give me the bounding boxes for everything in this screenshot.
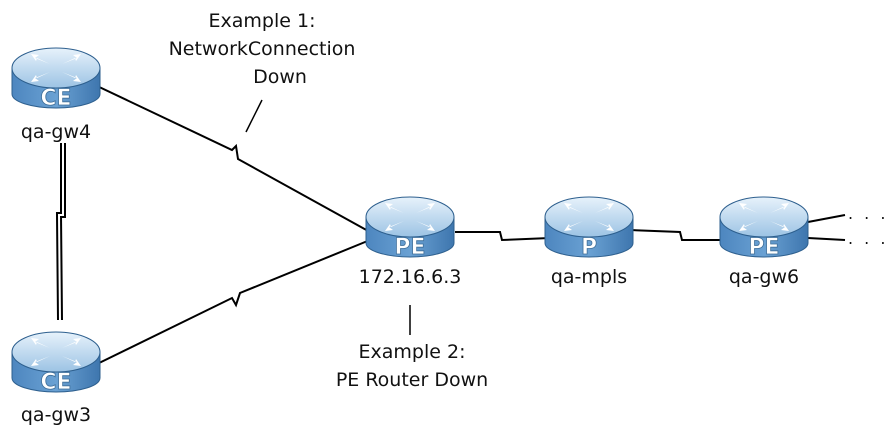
example2-line2: PE Router Down xyxy=(336,369,488,391)
router-pe-center[interactable]: PE xyxy=(365,196,455,260)
link-gw6-out-bottom xyxy=(807,237,846,241)
router-type-label: P xyxy=(581,235,597,260)
router-type-label: PE xyxy=(748,235,779,260)
router-qa-gw6[interactable]: PE xyxy=(719,196,809,260)
router-name-qa-mpls: qa-mpls xyxy=(551,266,627,288)
link-gw3-pe xyxy=(94,239,371,366)
continuation-top: . . . xyxy=(848,204,884,223)
router-name-qa-gw4: qa-gw4 xyxy=(21,121,91,143)
router-type-label: CE xyxy=(40,86,71,111)
link-gw6-out-top xyxy=(807,214,846,223)
router-name-pe-center: 172.16.6.3 xyxy=(359,266,462,288)
link-gw4-pe xyxy=(94,84,371,233)
router-name-qa-gw6: qa-gw6 xyxy=(729,266,799,288)
example1-line2: NetworkConnection xyxy=(169,38,356,60)
continuation-bottom: . . . xyxy=(848,229,884,248)
link-pe-mpls xyxy=(455,231,551,242)
router-name-qa-gw3: qa-gw3 xyxy=(21,404,91,426)
router-qa-gw3[interactable]: CE xyxy=(11,331,101,395)
link-mpls-gw6 xyxy=(629,229,725,241)
annotation-example2: Example 2: PE Router Down xyxy=(336,341,488,391)
example1-line1: Example 1: xyxy=(209,10,316,32)
links xyxy=(55,84,846,366)
router-type-label: CE xyxy=(40,370,71,395)
example2-line1: Example 2: xyxy=(359,341,466,363)
example1-pointer xyxy=(245,99,263,133)
annotation-example1: Example 1: NetworkConnection Down xyxy=(169,10,356,88)
router-qa-gw4[interactable]: CE xyxy=(11,47,101,111)
example1-line3: Down xyxy=(253,66,307,88)
router-qa-mpls[interactable]: P xyxy=(544,196,634,260)
router-type-label: PE xyxy=(394,235,425,260)
